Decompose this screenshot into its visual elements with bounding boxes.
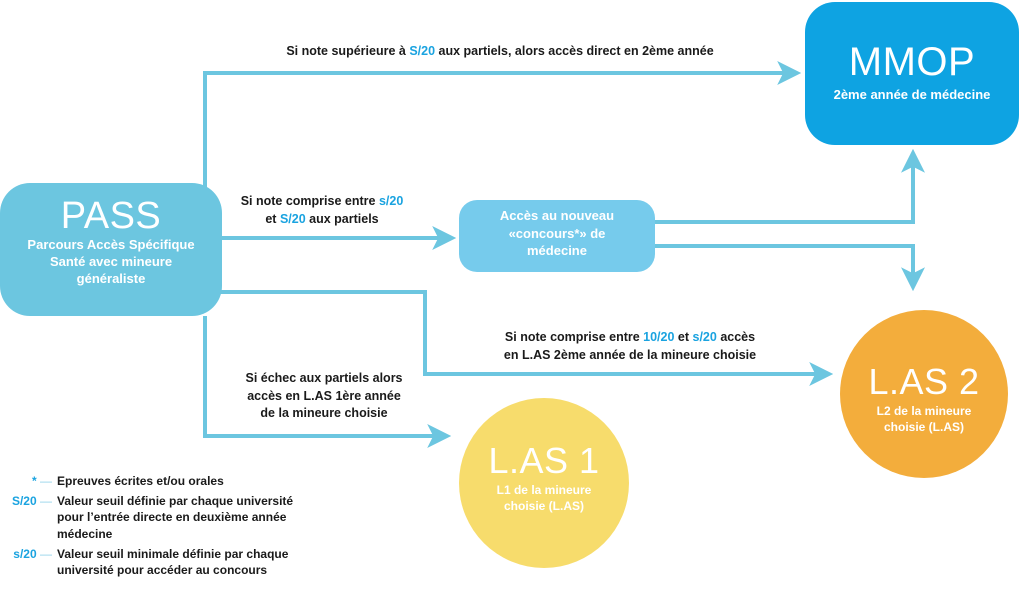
legend-text-line: Epreuves écrites et/ou orales (57, 474, 224, 488)
label-text: Si note supérieure à (286, 44, 410, 58)
las2-title: L.AS 2 (868, 361, 980, 402)
label-text: et (674, 330, 693, 344)
legend-key-symbol: * (31, 474, 37, 488)
edge-label-las1: Si échec aux partiels alors accès en L.A… (218, 370, 430, 423)
las2-node: L.AS 2 L2 de la mineure choisie (L.AS) (840, 310, 1008, 478)
concours-line: Accès au nouveau (499, 208, 615, 223)
threshold-highlight: s/20 (378, 194, 404, 208)
connector-pass-to-mmop (203, 61, 802, 190)
las1-subtitle: L1 de la mineure choisie (L.AS) (459, 483, 629, 514)
label-text: Si échec aux partiels alors (245, 371, 403, 385)
label-text: en L.AS 2ème année de la mineure choisie (503, 347, 757, 362)
legend-text-line: Valeur seuil définie par chaque universi… (57, 494, 294, 509)
legend-text: Valeur seuil définie par chaque universi… (57, 493, 330, 542)
edge-label-concours: Si note comprise entre s/20 et S/20 aux … (222, 193, 422, 228)
connector-pass-to-las1 (203, 316, 452, 448)
legend-dash: — (40, 494, 52, 509)
label-text: aux partiels (305, 211, 379, 226)
pass-title: PASS (60, 195, 162, 237)
label-text: accès en L.AS 1ère année (247, 388, 401, 403)
legend-text-line: Valeur seuil minimale définie par chaque (57, 546, 289, 561)
legend-text-line: pour l’entrée directe en deuxième année (57, 510, 287, 525)
label-text: Si note comprise entre (240, 194, 379, 208)
connector-concours-to-las2 (655, 244, 925, 292)
legend-dash: — (40, 474, 52, 488)
legend-key-symbol: S/20 (11, 494, 37, 509)
legend-key: * — (0, 473, 57, 489)
las2-subtitle-line: L2 de la mineure (876, 404, 972, 418)
legend: * — Epreuves écrites et/ou orales S/20 —… (0, 473, 330, 582)
label-text: et (265, 211, 280, 226)
las1-node: L.AS 1 L1 de la mineure choisie (L.AS) (459, 398, 629, 568)
threshold-highlight: S/20 (409, 44, 436, 58)
legend-text: Valeur seuil minimale définie par chaque… (57, 546, 330, 578)
concours-line: «concours*» de (508, 225, 606, 241)
mmop-node: MMOP 2ème année de médecine (805, 2, 1019, 145)
concours-line: médecine (527, 243, 587, 259)
pass-subtitle-line: généraliste (76, 270, 146, 286)
legend-key: S/20 — (0, 493, 57, 509)
connector-pass-to-las2 (215, 290, 834, 386)
legend-text-line: université pour accéder au concours (57, 562, 268, 577)
las2-subtitle: L2 de la mineure choisie (L.AS) (840, 404, 1008, 435)
legend-item-asterisk: * — Epreuves écrites et/ou orales (0, 473, 330, 489)
las1-subtitle-line: choisie (L.AS) (503, 498, 584, 513)
connector-concours-to-mmop (655, 148, 925, 224)
label-text: accès (716, 330, 756, 344)
legend-text: Epreuves écrites et/ou orales (57, 473, 330, 489)
concours-node: Accès au nouveau «concours*» de médecine (459, 200, 655, 272)
legend-dash: — (40, 546, 52, 561)
edge-label-las2: Si note comprise entre 10/20 et s/20 acc… (440, 329, 820, 364)
concours-text: Accès au nouveau «concours*» de médecine (459, 207, 655, 260)
las1-subtitle-line: L1 de la mineure (496, 483, 592, 497)
las1-title: L.AS 1 (488, 440, 600, 481)
legend-key-symbol: s/20 (13, 546, 37, 561)
pass-node: PASS Parcours Accès Spécifique Santé ave… (0, 183, 222, 316)
edge-label-direct-access: Si note supérieure à S/20 aux partiels, … (240, 43, 760, 61)
legend-item-S20: S/20 — Valeur seuil définie par chaque u… (0, 493, 330, 542)
label-text: de la mineure choisie (260, 406, 388, 420)
mmop-subtitle: 2ème année de médecine (833, 87, 991, 102)
label-text: aux partiels, alors accès direct en 2ème… (435, 44, 714, 58)
mmop-title: MMOP (848, 40, 976, 84)
threshold-highlight: s/20 (692, 330, 717, 344)
pass-subtitle-line: Parcours Accès Spécifique (27, 237, 195, 252)
legend-key: s/20 — (0, 546, 57, 562)
las2-subtitle-line: choisie (L.AS) (883, 419, 964, 434)
label-text: Si note comprise entre (504, 330, 644, 344)
legend-item-s20: s/20 — Valeur seuil minimale définie par… (0, 546, 330, 578)
threshold-highlight: S/20 (279, 211, 306, 226)
pass-subtitle: Parcours Accès Spécifique Santé avec min… (0, 237, 222, 288)
threshold-highlight: 10/20 (643, 330, 675, 344)
pass-subtitle-line: Santé avec mineure (49, 253, 173, 269)
legend-text-line: médecine (57, 526, 113, 541)
